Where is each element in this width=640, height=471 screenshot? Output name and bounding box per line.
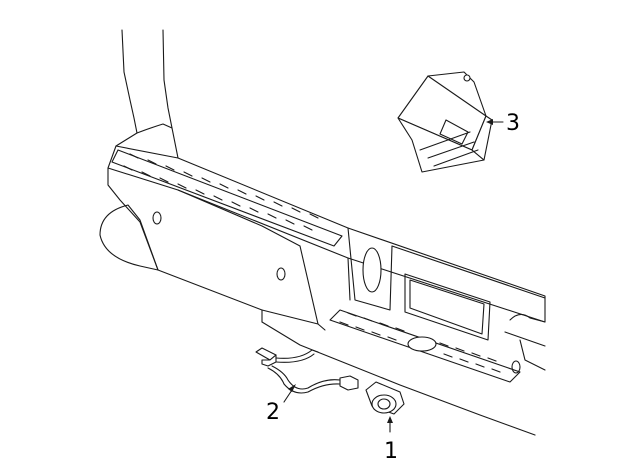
bumper-body [99,145,546,436]
callout-2-number: 2 [266,400,280,425]
callout-1-number: 1 [384,439,398,464]
step-pad-upper [111,149,343,247]
callout-2: 2 [266,384,296,425]
bumper-right-corner [504,313,546,371]
bolt-holes [152,211,521,374]
center-recess [347,227,546,341]
module-part [397,71,493,173]
sensor-part [365,381,405,415]
step-pad-lower [329,309,521,383]
callout-3-number: 3 [506,111,520,136]
callout-1: 1 [384,416,398,464]
callout-3: 3 [486,111,520,136]
wiring-harness-part [255,347,359,394]
tailgate-outline [115,29,179,159]
